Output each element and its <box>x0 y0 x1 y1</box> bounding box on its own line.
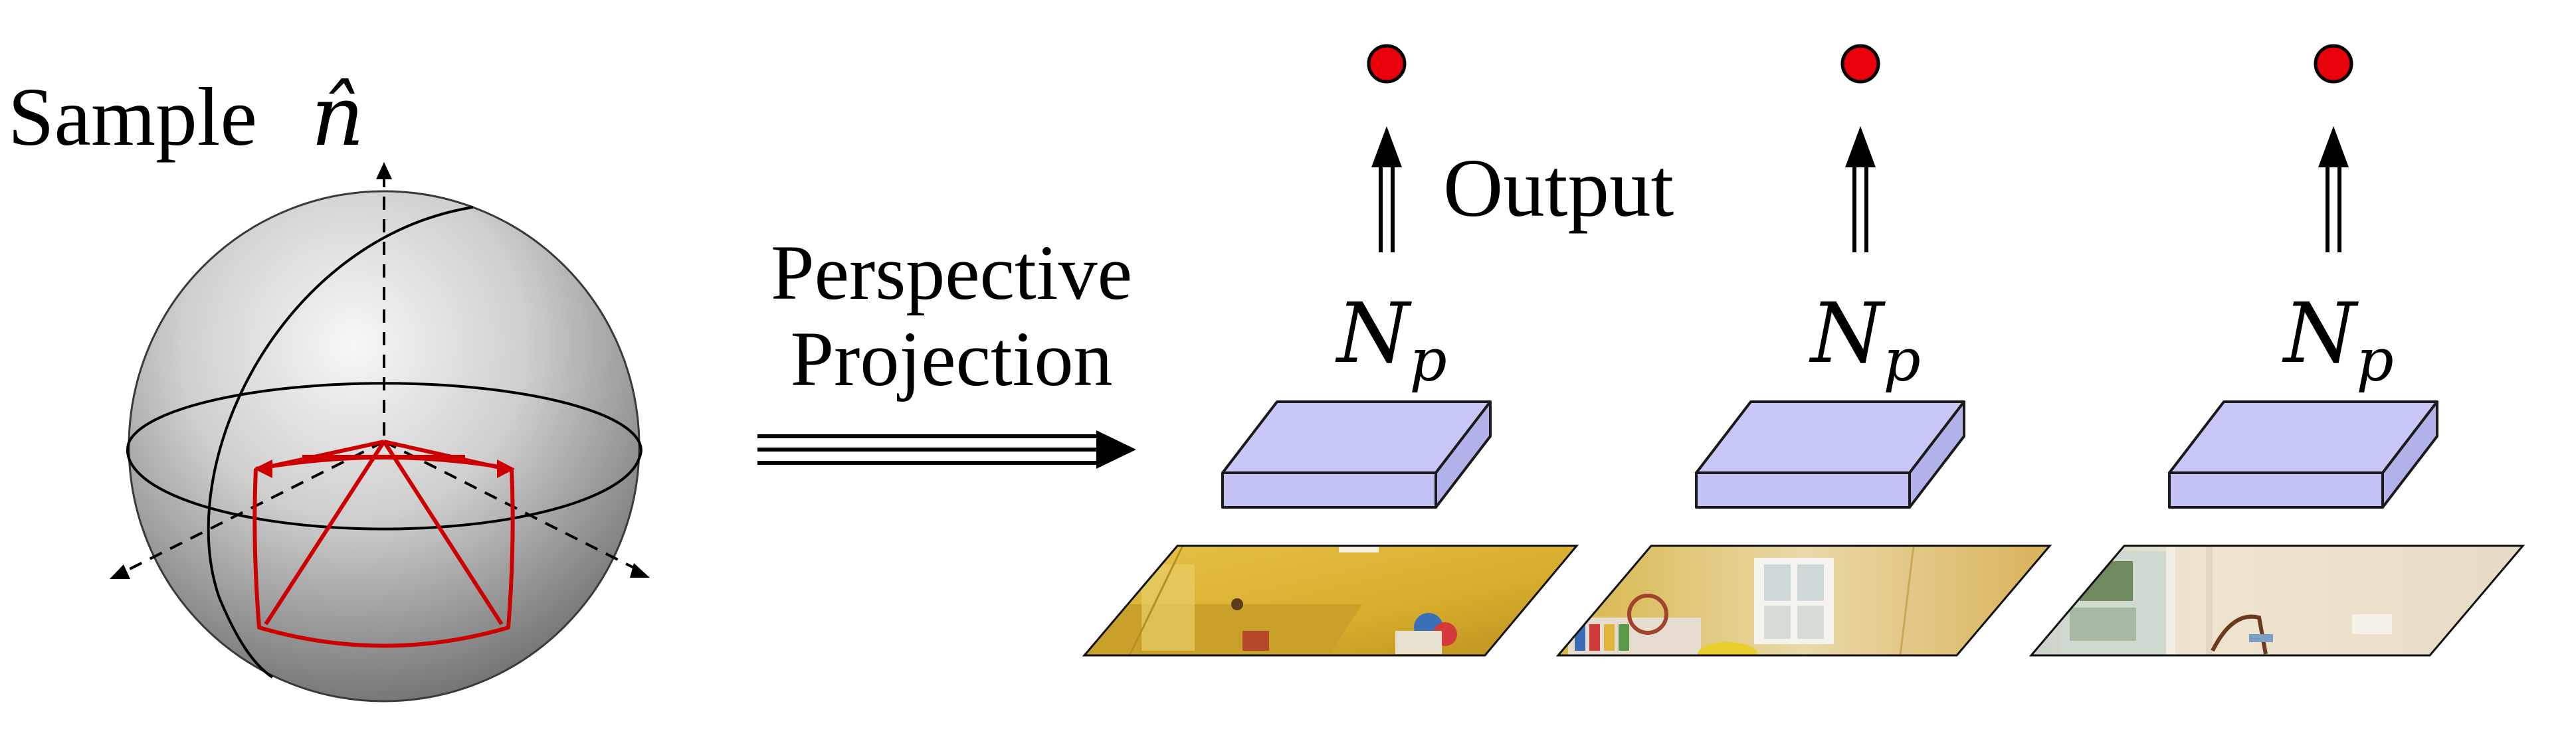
network-label: Np <box>1809 286 1921 394</box>
sphere-meridian <box>207 206 474 679</box>
sphere-equator-back <box>128 382 643 459</box>
projection-label-line2: Projection <box>790 315 1112 402</box>
output-dot <box>1367 44 1407 84</box>
frustum-arrowhead-left <box>254 460 272 478</box>
output-arrow <box>1845 126 1876 252</box>
input-view-image <box>1558 546 2050 655</box>
x-axis-arrowhead <box>110 564 130 579</box>
network-box <box>1695 400 1965 509</box>
output-dot <box>2314 44 2353 84</box>
projection-group: Perspective Projection <box>757 229 1136 469</box>
output-arrow <box>2318 126 2349 252</box>
projection-double-arrow <box>757 430 1136 469</box>
output-arrow <box>1371 126 1402 252</box>
network-label: Np <box>1335 286 1447 394</box>
sample-label: Sample <box>8 72 257 163</box>
column-view-2: Np <box>1555 44 2052 657</box>
z-axis-arrowhead <box>376 162 392 179</box>
input-view-image <box>2031 546 2523 655</box>
sphere-equator <box>126 442 641 531</box>
sphere-group: Sample n̂ <box>8 68 650 703</box>
network-label: Np <box>2282 286 2394 394</box>
column-view-1: Output Np <box>1082 44 1674 657</box>
y-axis-arrowhead <box>630 563 650 578</box>
column-view-3: Np <box>2029 44 2526 657</box>
network-box <box>2168 400 2438 509</box>
network-box <box>1221 400 1492 509</box>
projection-label-line1: Perspective <box>771 229 1132 316</box>
view-frustum <box>252 440 515 648</box>
output-dot <box>1840 44 1880 84</box>
input-view-image <box>1084 546 1577 655</box>
output-label: Output <box>1443 143 1674 234</box>
frustum-arrowhead-right <box>497 460 515 478</box>
sample-normal-symbol: n̂ <box>311 68 365 165</box>
